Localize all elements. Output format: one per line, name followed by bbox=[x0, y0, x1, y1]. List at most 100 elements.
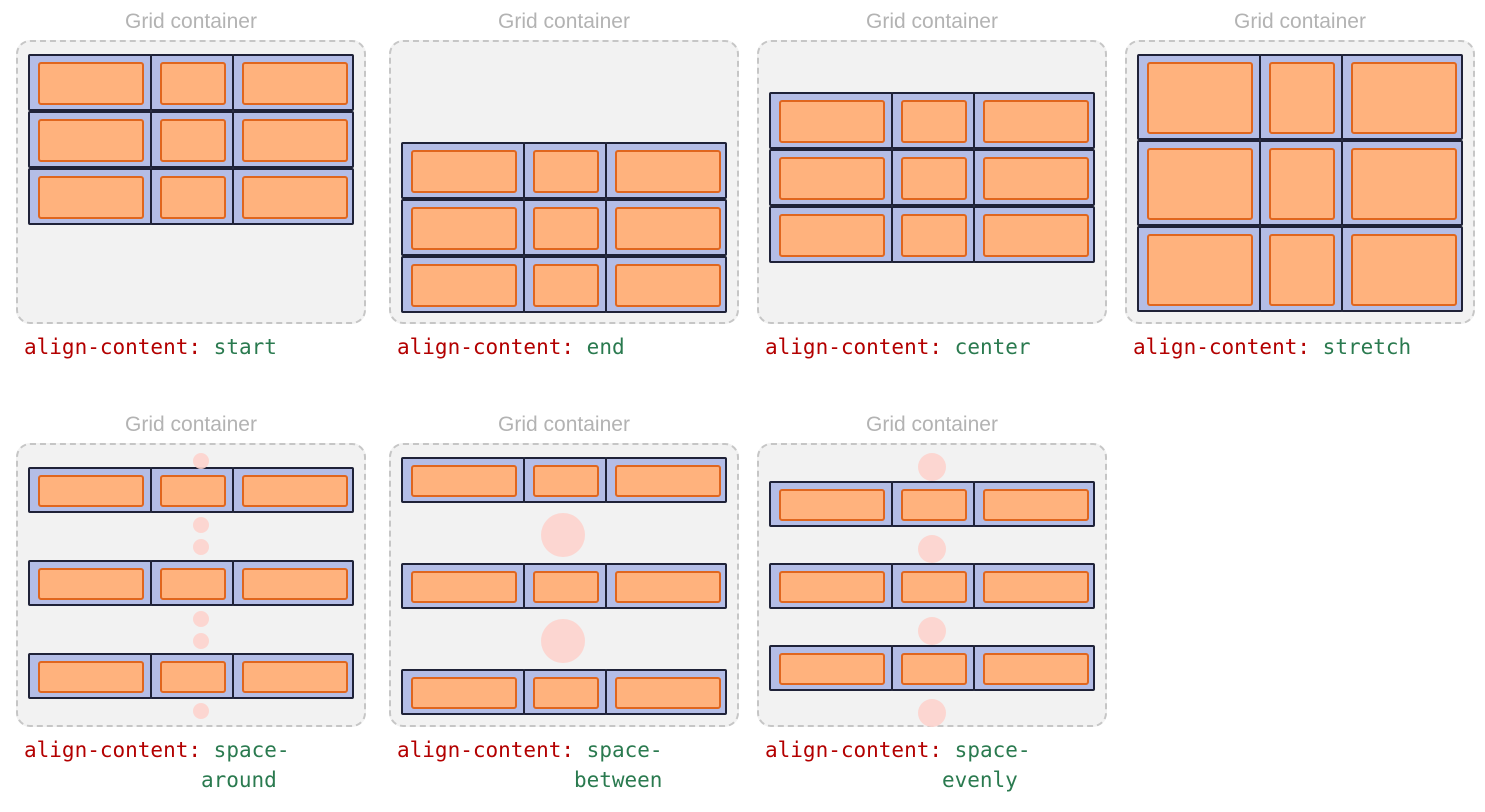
grid-item bbox=[615, 571, 721, 603]
grid-container-title: Grid container bbox=[125, 413, 257, 436]
css-value: stretch bbox=[1322, 335, 1412, 359]
grid-item bbox=[901, 157, 967, 200]
grid-item bbox=[1269, 148, 1335, 220]
grid-item bbox=[533, 571, 599, 603]
grid-item bbox=[983, 157, 1089, 200]
grid-item bbox=[160, 568, 226, 600]
grid-track-cell bbox=[1341, 226, 1463, 312]
grid-item bbox=[533, 465, 599, 497]
grid-container-title: Grid container bbox=[498, 413, 630, 436]
align-content-label: align-content: space-around bbox=[24, 735, 290, 792]
grid-item bbox=[901, 571, 967, 603]
grid-track-cell bbox=[28, 168, 152, 225]
grid-track-cell bbox=[891, 149, 975, 206]
grid-track-cell bbox=[401, 256, 525, 313]
grid-item bbox=[242, 62, 348, 105]
grid-track-cell bbox=[1341, 140, 1463, 226]
grid-item bbox=[38, 119, 144, 162]
grid-item bbox=[1351, 234, 1457, 306]
grid-item bbox=[901, 214, 967, 257]
grid-track-cell bbox=[891, 563, 975, 609]
grid-track-cell bbox=[891, 481, 975, 527]
grid-track-cell bbox=[973, 149, 1095, 206]
grid-item bbox=[615, 677, 721, 709]
grid-item bbox=[242, 568, 348, 600]
grid-track-cell bbox=[973, 481, 1095, 527]
grid-container-box bbox=[757, 443, 1107, 727]
grid-item bbox=[411, 150, 517, 193]
grid-track-cell bbox=[769, 481, 893, 527]
grid-item bbox=[779, 489, 885, 521]
free-space-marker bbox=[193, 703, 209, 719]
grid-item bbox=[779, 100, 885, 143]
grid-track-cell bbox=[232, 467, 354, 513]
css-property: align-content: bbox=[397, 738, 575, 762]
grid-item bbox=[615, 207, 721, 250]
free-space-marker bbox=[193, 611, 209, 627]
grid-item bbox=[779, 571, 885, 603]
grid-track-cell bbox=[28, 111, 152, 168]
free-space-marker bbox=[918, 617, 946, 645]
grid-track-cell bbox=[232, 54, 354, 111]
css-value: end bbox=[586, 335, 625, 359]
grid-track-cell bbox=[1341, 54, 1463, 140]
grid-track-cell bbox=[150, 54, 234, 111]
grid-track-cell bbox=[150, 467, 234, 513]
grid-track-cell bbox=[401, 457, 525, 503]
grid-item bbox=[779, 157, 885, 200]
free-space-marker bbox=[193, 633, 209, 649]
grid-track-cell bbox=[1137, 140, 1261, 226]
grid-track-cell bbox=[232, 168, 354, 225]
grid-item bbox=[983, 100, 1089, 143]
grid-item bbox=[411, 465, 517, 497]
grid-track-cell bbox=[150, 168, 234, 225]
grid-item bbox=[411, 677, 517, 709]
grid-track-cell bbox=[523, 142, 607, 199]
grid-track-cell bbox=[401, 563, 525, 609]
grid-item bbox=[1147, 148, 1253, 220]
grid-item bbox=[983, 489, 1089, 521]
grid-item bbox=[983, 571, 1089, 603]
grid-item bbox=[411, 207, 517, 250]
grid-track-cell bbox=[769, 645, 893, 691]
grid-track-cell bbox=[401, 669, 525, 715]
grid-track-cell bbox=[605, 457, 727, 503]
css-value: center bbox=[954, 335, 1031, 359]
grid-track-cell bbox=[605, 142, 727, 199]
grid-track-cell bbox=[973, 645, 1095, 691]
grid-track-cell bbox=[1259, 54, 1343, 140]
free-space-marker bbox=[918, 699, 946, 727]
grid-item bbox=[533, 264, 599, 307]
grid-item bbox=[38, 568, 144, 600]
free-space-marker bbox=[541, 513, 585, 557]
grid-track-cell bbox=[232, 653, 354, 699]
grid-item bbox=[242, 119, 348, 162]
grid-container-box bbox=[1125, 40, 1475, 324]
grid-track-cell bbox=[769, 92, 893, 149]
grid-track-cell bbox=[523, 199, 607, 256]
css-property: align-content: bbox=[24, 335, 202, 359]
grid-track-cell bbox=[973, 563, 1095, 609]
align-content-label: align-content: start bbox=[24, 332, 277, 362]
grid-track-cell bbox=[973, 92, 1095, 149]
grid-item bbox=[779, 214, 885, 257]
grid-item bbox=[411, 264, 517, 307]
css-property: align-content: bbox=[765, 335, 943, 359]
grid-track-cell bbox=[891, 206, 975, 263]
grid-track-cell bbox=[28, 467, 152, 513]
grid-track-cell bbox=[891, 645, 975, 691]
grid-container-title: Grid container bbox=[125, 10, 257, 33]
grid-track-cell bbox=[28, 560, 152, 606]
grid-item bbox=[160, 176, 226, 219]
grid-track-cell bbox=[401, 199, 525, 256]
grid-item bbox=[1351, 62, 1457, 134]
grid-track-cell bbox=[150, 653, 234, 699]
grid-track-cell bbox=[1259, 226, 1343, 312]
css-value: space- bbox=[954, 738, 1031, 762]
grid-item bbox=[1269, 62, 1335, 134]
align-content-label: align-content: stretch bbox=[1133, 332, 1411, 362]
grid-track-cell bbox=[769, 563, 893, 609]
grid-item bbox=[1269, 234, 1335, 306]
grid-item bbox=[160, 475, 226, 507]
grid-track-cell bbox=[1137, 54, 1261, 140]
